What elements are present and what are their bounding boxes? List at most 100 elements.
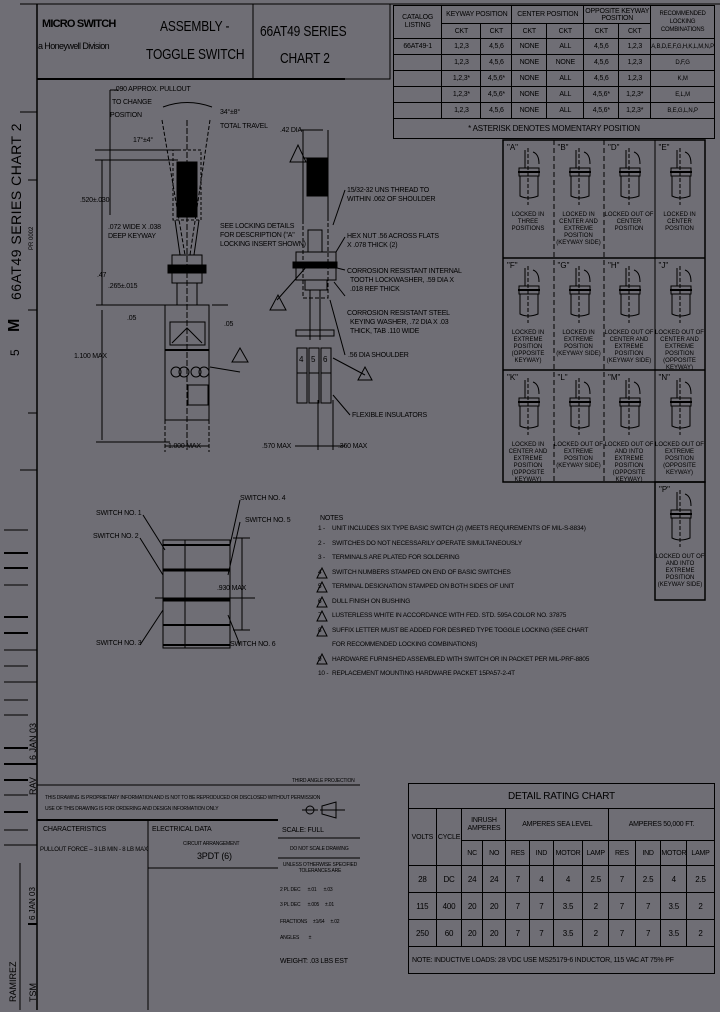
- locking-detail-l: "N" LOCKED OUT OF EXTREME POSITION (OPPO…: [655, 370, 705, 482]
- rating-cell: 2.5: [686, 865, 715, 893]
- detail-rating-chart: DETAIL RATING CHART VOLTS CYCLE INRUSH A…: [408, 783, 715, 974]
- rating-cell: 7: [608, 865, 636, 893]
- locking-caption: LOCKED IN CENTER AND EXTREME POSITION (K…: [556, 212, 601, 246]
- rating-cell: 400: [435, 892, 463, 920]
- locking-detail-e: "F" LOCKED IN EXTREME POSITION (OPPOSITE…: [503, 258, 553, 370]
- locking-caption: LOCKED IN THREE POSITIONS: [511, 212, 545, 232]
- dim-travel-2: TOTAL TRAVEL: [220, 123, 268, 130]
- rating-cell: 7: [529, 892, 554, 920]
- catalog-cell: B,E,G,L,N,P: [650, 102, 715, 119]
- dim-47: .47: [97, 272, 107, 279]
- rating-cell: 7: [505, 865, 531, 893]
- terminal-4: 4: [299, 355, 304, 364]
- catalog-cell: 1,2,3*: [441, 70, 482, 87]
- note-locking-3: LOCKING INSERT SHOWN): [220, 241, 306, 248]
- catalog-cell: A,B,D,E,F,G,H,K,L,M,N,P: [650, 38, 715, 55]
- note-hexnut: HEX NUT .56 ACROSS FLATS: [347, 233, 439, 240]
- rating-col-header: RES: [505, 840, 531, 866]
- note-keying-2: KEYING WASHER, .72 DIA X .03: [350, 319, 449, 326]
- brand-division: a Honeywell Division: [38, 41, 110, 51]
- rating-col-header: IND: [529, 840, 554, 866]
- rating-cell: DC: [435, 865, 463, 893]
- rating-cell: 250: [408, 919, 437, 947]
- col-catalog: CATALOG LISTING: [392, 5, 443, 39]
- catalog-cell: 4,5,6: [583, 70, 620, 87]
- dim-265: .265±.015: [108, 283, 138, 290]
- locking-caption: LOCKED OUT OF EXTREME POSITION (KEYWAY S…: [554, 442, 603, 469]
- catalog-cell: 1,2,3: [441, 102, 482, 119]
- tolerance-fractions: FRACTIONS ±1/64 ±.02: [280, 919, 340, 925]
- title-line-1: ASSEMBLY -: [160, 18, 230, 35]
- toggle-insert-icon: [619, 266, 641, 323]
- side-initials-1: RAMIREZ: [8, 961, 18, 1003]
- label-switch-6: SWITCH NO. 6: [230, 641, 276, 648]
- rating-cell: 115: [408, 892, 437, 920]
- tolerance-heading: UNLESS OTHERWISE SPECIFIED TOLERANCES AR…: [282, 862, 358, 874]
- side-date-2: 6 JAN 03: [28, 887, 37, 920]
- note-item: 1 -UNIT INCLUDES SIX TYPE BASIC SWITCH (…: [318, 525, 586, 533]
- proprietary-notice-2: USE OF THIS DRAWING IS FOR ORDERING AND …: [45, 806, 219, 812]
- dim-dia: .42 DIA: [280, 127, 302, 134]
- note-keying: CORROSION RESISTANT STEEL: [347, 310, 450, 317]
- catalog-cell: 1,2,3*: [618, 102, 652, 119]
- subheader: CKT: [441, 23, 482, 39]
- note-item: FOR RECOMMENDED LOCKING COMBINATIONS): [318, 641, 477, 649]
- locking-letter: "L": [557, 373, 568, 382]
- circuit-value: 3PDT (6): [197, 851, 232, 861]
- note-number: 4: [318, 568, 322, 576]
- rating-cell: 2.5: [634, 865, 662, 893]
- label-switch-1: SWITCH NO. 1: [96, 510, 142, 517]
- note-keying-3: THICK, TAB .110 WIDE: [350, 328, 420, 335]
- col-center: CENTER POSITION: [511, 5, 585, 24]
- locking-letter: "J": [658, 261, 669, 270]
- rating-cell: 3.5: [660, 892, 688, 920]
- rating-cell: 7: [608, 892, 636, 920]
- catalog-cell: 4,5,6*: [583, 86, 620, 103]
- catalog-cell: [392, 102, 443, 119]
- note-hexnut-2: X .078 THICK (2): [347, 242, 398, 249]
- locking-letter: "F": [507, 261, 518, 270]
- catalog-cell: 4,5,6: [480, 102, 513, 119]
- rating-col-header: RES: [608, 840, 636, 866]
- note-locking: SEE LOCKING DETAILS: [220, 223, 295, 230]
- note-lockwasher-2: TOOTH LOCKWASHER, .59 DIA X: [350, 277, 454, 284]
- note-item: 2 -SWITCHES DO NOT NECESSARILY OPERATE S…: [318, 540, 522, 548]
- subheader: CKT: [583, 23, 620, 39]
- rating-col-header: NC: [461, 840, 483, 866]
- side-logo: M: [6, 318, 23, 332]
- rating-cell: 3.5: [660, 919, 688, 947]
- col-opposite: OPPOSITE KEYWAY POSITION: [583, 5, 652, 24]
- catalog-cell: 1,2,3: [441, 54, 482, 71]
- catalog-cell: [392, 70, 443, 87]
- dim-half-angle: 17°±4°: [133, 137, 153, 144]
- asterisk-note: * ASTERISK DENOTES MOMENTARY POSITION: [393, 118, 715, 139]
- characteristics-heading: CHARACTERISTICS: [43, 826, 107, 833]
- locking-caption: LOCKED OUT OF CENTER AND EXTREME POSITIO…: [604, 330, 654, 364]
- col-recommended: RECOMMENDED LOCKING COMBINATIONS: [650, 5, 715, 39]
- rating-cell: 4: [552, 865, 584, 893]
- toggle-insert-icon: [619, 148, 641, 205]
- catalog-cell: 66AT49-1: [392, 38, 443, 55]
- catalog-cell: 4,5,6: [583, 54, 620, 71]
- tolerance-3pl: 3 PL DEC ±.005 ±.01: [280, 902, 334, 908]
- catalog-cell: 4,5,6*: [583, 102, 620, 119]
- dim-keyway: .072 WIDE X .038: [108, 224, 161, 231]
- rating-cell: 20: [461, 919, 483, 947]
- side-rev: RAV: [28, 777, 38, 795]
- rating-cell: 20: [481, 919, 507, 947]
- toggle-insert-icon: [669, 266, 692, 323]
- note-number: 10 -: [318, 670, 329, 677]
- toggle-insert-icon: [669, 148, 692, 205]
- rating-col-header: NO: [481, 840, 507, 866]
- dim-width: 1.000 MAX: [168, 443, 201, 450]
- locking-caption: LOCKED IN EXTREME POSITION (OPPOSITE KEY…: [511, 330, 545, 364]
